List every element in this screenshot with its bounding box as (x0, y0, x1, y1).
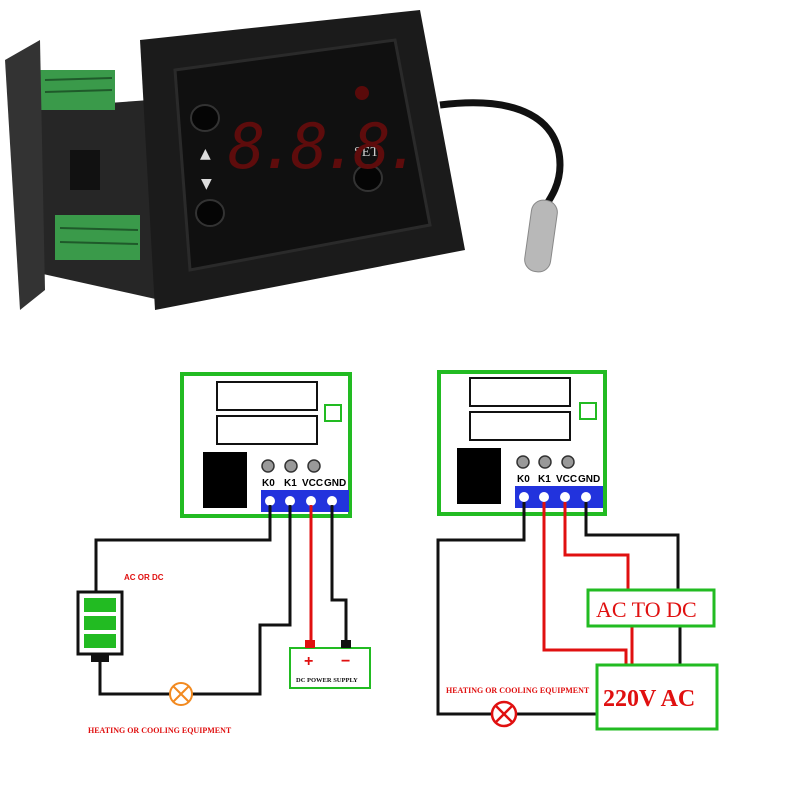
left-wiring-diagram: K0 K1 VCC GND AC OR DC + − DC POWER SUPP… (76, 372, 371, 735)
mains-220v-label: 220V AC (603, 686, 695, 712)
terminal-block-left (261, 490, 349, 512)
wire-k0-to-battery (94, 505, 272, 592)
wire-gnd-black (330, 505, 348, 640)
screw-gnd (327, 496, 337, 506)
set-button-outline-left (324, 404, 342, 422)
screw-k0 (265, 496, 275, 506)
dc-power-supply-box (289, 647, 371, 689)
terminal-k1-label: K1 (284, 478, 297, 489)
terminal-vcc-label: VCC (302, 478, 323, 489)
screw-gnd (581, 492, 591, 502)
screw-vcc (560, 492, 570, 502)
relay-block-left (203, 452, 247, 508)
terminal-hole (538, 455, 552, 469)
set-label: SET (354, 145, 379, 160)
wire-k1-to-load (192, 505, 292, 696)
display-window-right-2 (469, 411, 571, 441)
mains-220v-box (595, 663, 719, 731)
screw-k1 (285, 496, 295, 506)
display-window-left-1 (216, 381, 318, 411)
terminal-k1-label: K1 (538, 474, 551, 485)
terminal-hole (261, 459, 275, 473)
wire-vcc-red (563, 502, 630, 590)
terminal-k0-label: K0 (517, 474, 530, 485)
screw-k0 (519, 492, 529, 502)
terminal-hole (516, 455, 530, 469)
set-button (353, 164, 383, 192)
display-window-left-2 (216, 415, 318, 445)
wire-gnd-black (584, 502, 680, 590)
menu-button (190, 104, 220, 132)
wire-k1-red (542, 502, 628, 665)
status-led (355, 86, 369, 100)
wire-battery-to-load (98, 660, 170, 696)
load-label-left: HEATING OR COOLING EQUIPMENT (88, 726, 232, 735)
right-wiring-diagram: K0 K1 VCC GND AC TO DC 220V AC HEATING O… (436, 370, 719, 731)
set-button-outline-right (579, 402, 597, 420)
probe-cable (439, 99, 564, 217)
temperature-probe (524, 199, 558, 273)
terminal-vcc-label: VCC (556, 474, 577, 485)
terminal-gnd-label: GND (578, 474, 600, 485)
terminal-block-right (515, 486, 603, 508)
ac-to-dc-label: AC TO DC (596, 597, 697, 622)
led-display-digits: 8.8.8. (228, 110, 416, 183)
dc-power-supply-label: DC POWER SUPPLY (296, 677, 358, 684)
display-window-right-1 (469, 377, 571, 407)
down-arrow-icon: ▼ (201, 176, 212, 192)
minus-sign: − (341, 653, 350, 670)
terminal-hole (561, 455, 575, 469)
relay-block-right (457, 448, 501, 504)
load-label-right: HEATING OR COOLING EQUIPMENT (446, 686, 590, 695)
screw-vcc (306, 496, 316, 506)
terminal-gnd-label: GND (324, 478, 346, 489)
screw-k1 (539, 492, 549, 502)
down-button (195, 199, 225, 227)
terminal-hole (284, 459, 298, 473)
plus-sign: + (304, 653, 313, 670)
thermostat-photo: ▲ ▼ SET 8.8.8. (5, 10, 564, 310)
side-slot (70, 150, 100, 190)
terminal-hole (307, 459, 321, 473)
green-clip-bottom (55, 215, 140, 260)
wire-k0-to-load (436, 502, 526, 716)
terminal-k0-label: K0 (262, 478, 275, 489)
up-arrow-icon: ▲ (200, 146, 211, 162)
ac-to-dc-box (586, 588, 716, 628)
ac-or-dc-label: AC OR DC (124, 573, 164, 582)
